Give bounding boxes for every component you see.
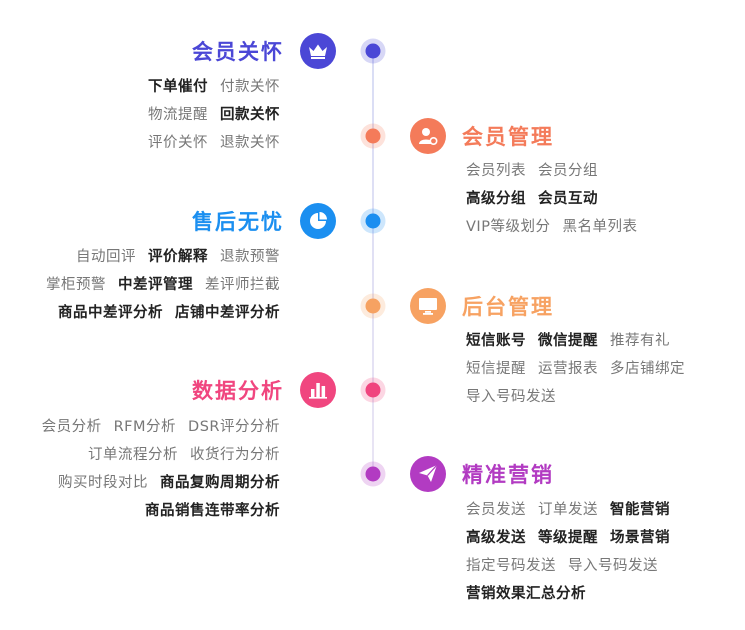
feature-item: 会员分析: [41, 419, 102, 435]
feature-item: 回款关怀: [220, 107, 280, 123]
section-header-precision-marketing: 精准营销: [410, 456, 554, 492]
section-header-member-management: 会员管理: [410, 118, 554, 154]
feature-item: 订单发送: [538, 502, 598, 518]
crown-icon: [300, 33, 336, 69]
paper-plane-icon: [410, 456, 446, 492]
feature-item: 会员列表: [466, 163, 526, 179]
section-title: 精准营销: [462, 463, 554, 487]
feature-item: 退款关怀: [220, 135, 280, 151]
timeline-dot: [360, 377, 386, 403]
item-row: 会员列表会员分组: [466, 157, 649, 185]
item-row: 高级发送等级提醒场景营销: [466, 524, 682, 552]
item-row: 下单催付付款关怀: [136, 73, 280, 101]
feature-item: 导入号码发送: [466, 389, 556, 405]
timeline-dot: [360, 293, 386, 319]
feature-item: 指定号码发送: [466, 558, 556, 574]
timeline-dot: [360, 208, 386, 234]
item-row: 会员发送订单发送智能营销: [466, 496, 682, 524]
section-title: 会员管理: [462, 125, 554, 149]
feature-item: 智能营销: [610, 502, 670, 518]
item-row: VIP等级划分黑名单列表: [466, 213, 649, 241]
feature-item: 会员分组: [538, 163, 598, 179]
feature-item: 评价解释: [148, 249, 208, 265]
feature-item: 自动回评: [76, 249, 136, 265]
feature-item: VIP等级划分: [466, 219, 551, 235]
item-row: 高级分组会员互动: [466, 185, 649, 213]
timeline-line: [372, 50, 374, 477]
section-title: 数据分析: [192, 379, 284, 403]
feature-item: 退款预警: [220, 249, 280, 265]
feature-item: 商品中差评分析: [58, 305, 163, 321]
section-title: 售后无忧: [192, 210, 284, 234]
feature-item: 店铺中差评分析: [175, 305, 280, 321]
feature-item: RFM分析: [113, 419, 177, 435]
timeline-dot: [360, 38, 386, 64]
section-header-after-sales: 售后无忧: [192, 203, 336, 239]
feature-item: 等级提醒: [538, 530, 598, 546]
feature-item: 微信提醒: [538, 333, 598, 349]
feature-item: DSR评分分析: [188, 419, 280, 435]
section-title: 后台管理: [462, 295, 554, 319]
feature-item: 差评师拦截: [205, 277, 280, 293]
feature-item: 多店铺绑定: [610, 361, 685, 377]
item-row: 商品中差评分析店铺中差评分析: [34, 299, 280, 327]
item-row: 会员分析 RFM分析 DSR评分分析: [30, 413, 280, 441]
section-header-data-analysis: 数据分析: [192, 372, 336, 408]
feature-item: 高级发送: [466, 530, 526, 546]
feature-item: 掌柜预警: [46, 277, 106, 293]
feature-item: 会员发送: [466, 502, 526, 518]
pie-chart-icon: [300, 203, 336, 239]
feature-item: 高级分组: [466, 191, 526, 207]
item-row: 短信提醒运营报表多店铺绑定: [466, 355, 697, 383]
item-row: 物流提醒回款关怀: [136, 101, 280, 129]
item-row: 订单流程分析收货行为分析: [30, 441, 280, 469]
item-row: 掌柜预警中差评管理差评师拦截: [34, 271, 280, 299]
feature-item: 付款关怀: [220, 79, 280, 95]
feature-item: 短信账号: [466, 333, 526, 349]
item-row: 指定号码发送导入号码发送: [466, 552, 682, 580]
feature-item: 收货行为分析: [190, 447, 280, 463]
bar-chart-icon: [300, 372, 336, 408]
feature-item: 物流提醒: [148, 107, 208, 123]
item-row: 营销效果汇总分析: [466, 580, 682, 608]
feature-item: 运营报表: [538, 361, 598, 377]
item-row: 导入号码发送: [466, 383, 697, 411]
feature-item: 评价关怀: [148, 135, 208, 151]
feature-item: 购买时段对比: [58, 475, 148, 491]
feature-item: 会员互动: [538, 191, 598, 207]
member-settings-icon: [410, 118, 446, 154]
feature-item: 订单流程分析: [88, 447, 178, 463]
feature-item: 短信提醒: [466, 361, 526, 377]
section-header-member-care: 会员关怀: [192, 33, 336, 69]
timeline-dot: [360, 123, 386, 149]
feature-item: 导入号码发送: [568, 558, 658, 574]
item-row: 购买时段对比商品复购周期分析: [30, 469, 280, 497]
section-items: 自动回评评价解释退款预警掌柜预警中差评管理差评师拦截商品中差评分析店铺中差评分析: [34, 243, 280, 327]
feature-item: 推荐有礼: [610, 333, 670, 349]
feature-item: 下单催付: [148, 79, 208, 95]
feature-item: 商品销售连带率分析: [145, 503, 280, 519]
item-row: 评价关怀退款关怀: [136, 129, 280, 157]
item-row: 自动回评评价解释退款预警: [34, 243, 280, 271]
timeline-dot: [360, 461, 386, 487]
section-items: 短信账号微信提醒推荐有礼短信提醒运营报表多店铺绑定导入号码发送: [466, 327, 697, 411]
item-row: 商品销售连带率分析: [30, 497, 280, 525]
section-items: 下单催付付款关怀物流提醒回款关怀评价关怀退款关怀: [136, 73, 280, 157]
feature-item: 场景营销: [610, 530, 670, 546]
section-items: 会员发送订单发送智能营销高级发送等级提醒场景营销指定号码发送导入号码发送营销效果…: [466, 496, 682, 608]
section-title: 会员关怀: [192, 40, 284, 64]
item-row: 短信账号微信提醒推荐有礼: [466, 327, 697, 355]
feature-item: 黑名单列表: [562, 219, 638, 235]
section-header-backend-management: 后台管理: [410, 288, 554, 324]
monitor-icon: [410, 288, 446, 324]
feature-item: 中差评管理: [118, 277, 193, 293]
feature-item: 商品复购周期分析: [160, 475, 280, 491]
feature-item: 营销效果汇总分析: [466, 586, 586, 602]
